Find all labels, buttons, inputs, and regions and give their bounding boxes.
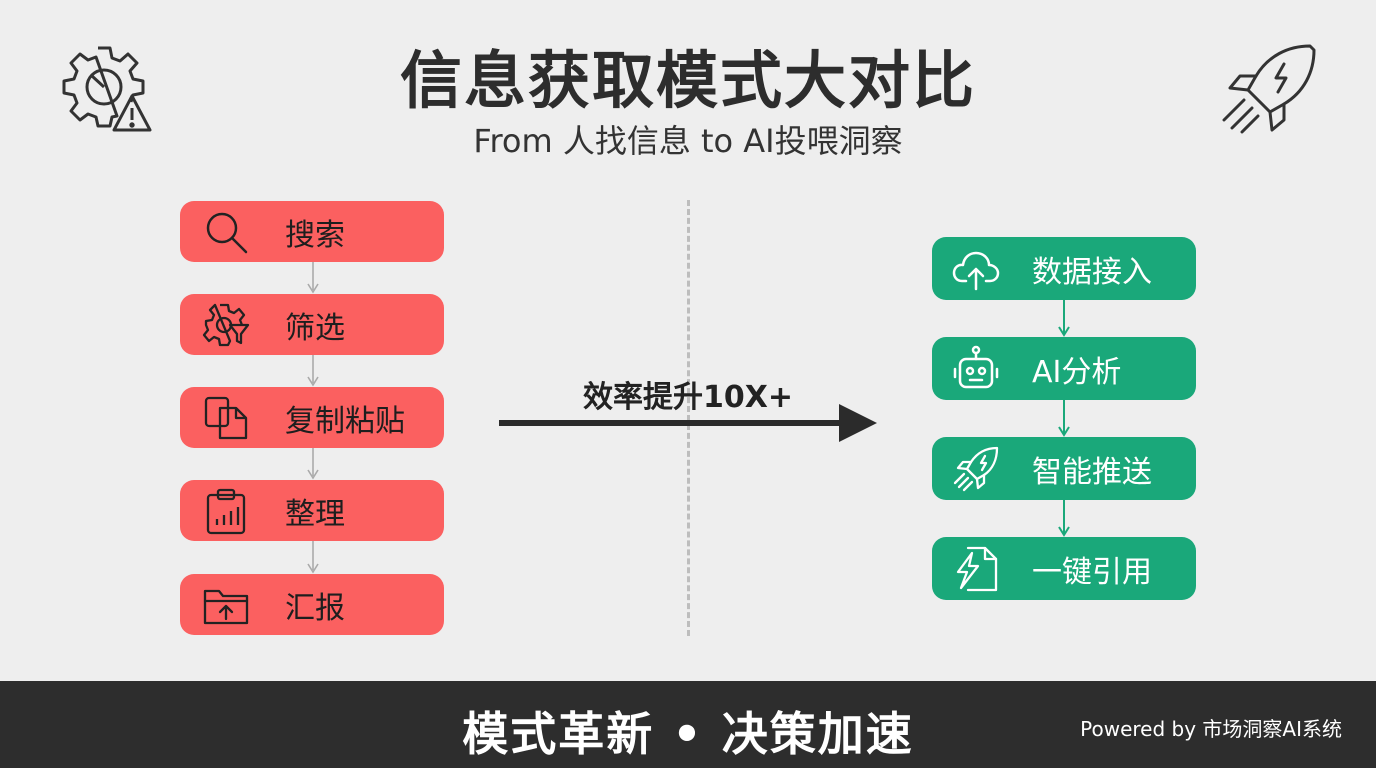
efficiency-label: 效率提升10X+ [583,380,794,415]
footer-bar [0,681,1376,768]
step-label: 数据接入 [1032,254,1152,290]
left-connector-arrow [307,541,319,574]
left-step-filter: 筛选 [180,294,444,355]
step-label: 复制粘贴 [285,403,405,439]
transition-arrow [499,404,877,442]
step-label: 一键引用 [1032,554,1152,590]
cloud-upload-icon [952,245,1000,293]
search-icon [202,208,250,256]
left-step-report: 汇报 [180,574,444,635]
right-connector-arrow [1058,300,1070,337]
page-title: 信息获取模式大对比 [399,44,976,117]
gear-filter-icon [202,301,250,349]
right-step-one-click-cite: 一键引用 [932,537,1196,600]
right-step-ai-analysis: AI分析 [932,337,1196,400]
folder-upload-icon [202,581,250,629]
footer-slogan: 模式革新 • 决策加速 [462,707,914,761]
step-label: 整理 [285,496,345,532]
clipboard-chart-icon [202,487,250,535]
step-label: AI分析 [1032,354,1122,390]
center-divider [687,200,690,636]
left-connector-arrow [307,448,319,480]
left-step-organize: 整理 [180,480,444,541]
left-connector-arrow [307,355,319,387]
rocket-icon [952,445,1000,493]
right-connector-arrow [1058,400,1070,437]
step-label: 搜索 [285,217,345,253]
left-connector-arrow [307,262,319,294]
copy-icon [202,394,250,442]
step-label: 智能推送 [1032,454,1152,490]
page-subtitle: From 人找信息 to AI投喂洞察 [473,122,903,160]
right-step-data-ingest: 数据接入 [932,237,1196,300]
bolt-document-icon [952,545,1000,593]
gear-warning-icon [58,40,168,148]
step-label: 筛选 [285,310,345,346]
robot-icon [952,345,1000,393]
right-connector-arrow [1058,500,1070,537]
step-label: 汇报 [285,590,345,626]
left-step-copy-paste: 复制粘贴 [180,387,444,448]
footer-credit: Powered by 市场洞察AI系统 [1080,717,1342,741]
left-step-search: 搜索 [180,201,444,262]
rocket-icon [1218,42,1318,146]
right-step-smart-push: 智能推送 [932,437,1196,500]
